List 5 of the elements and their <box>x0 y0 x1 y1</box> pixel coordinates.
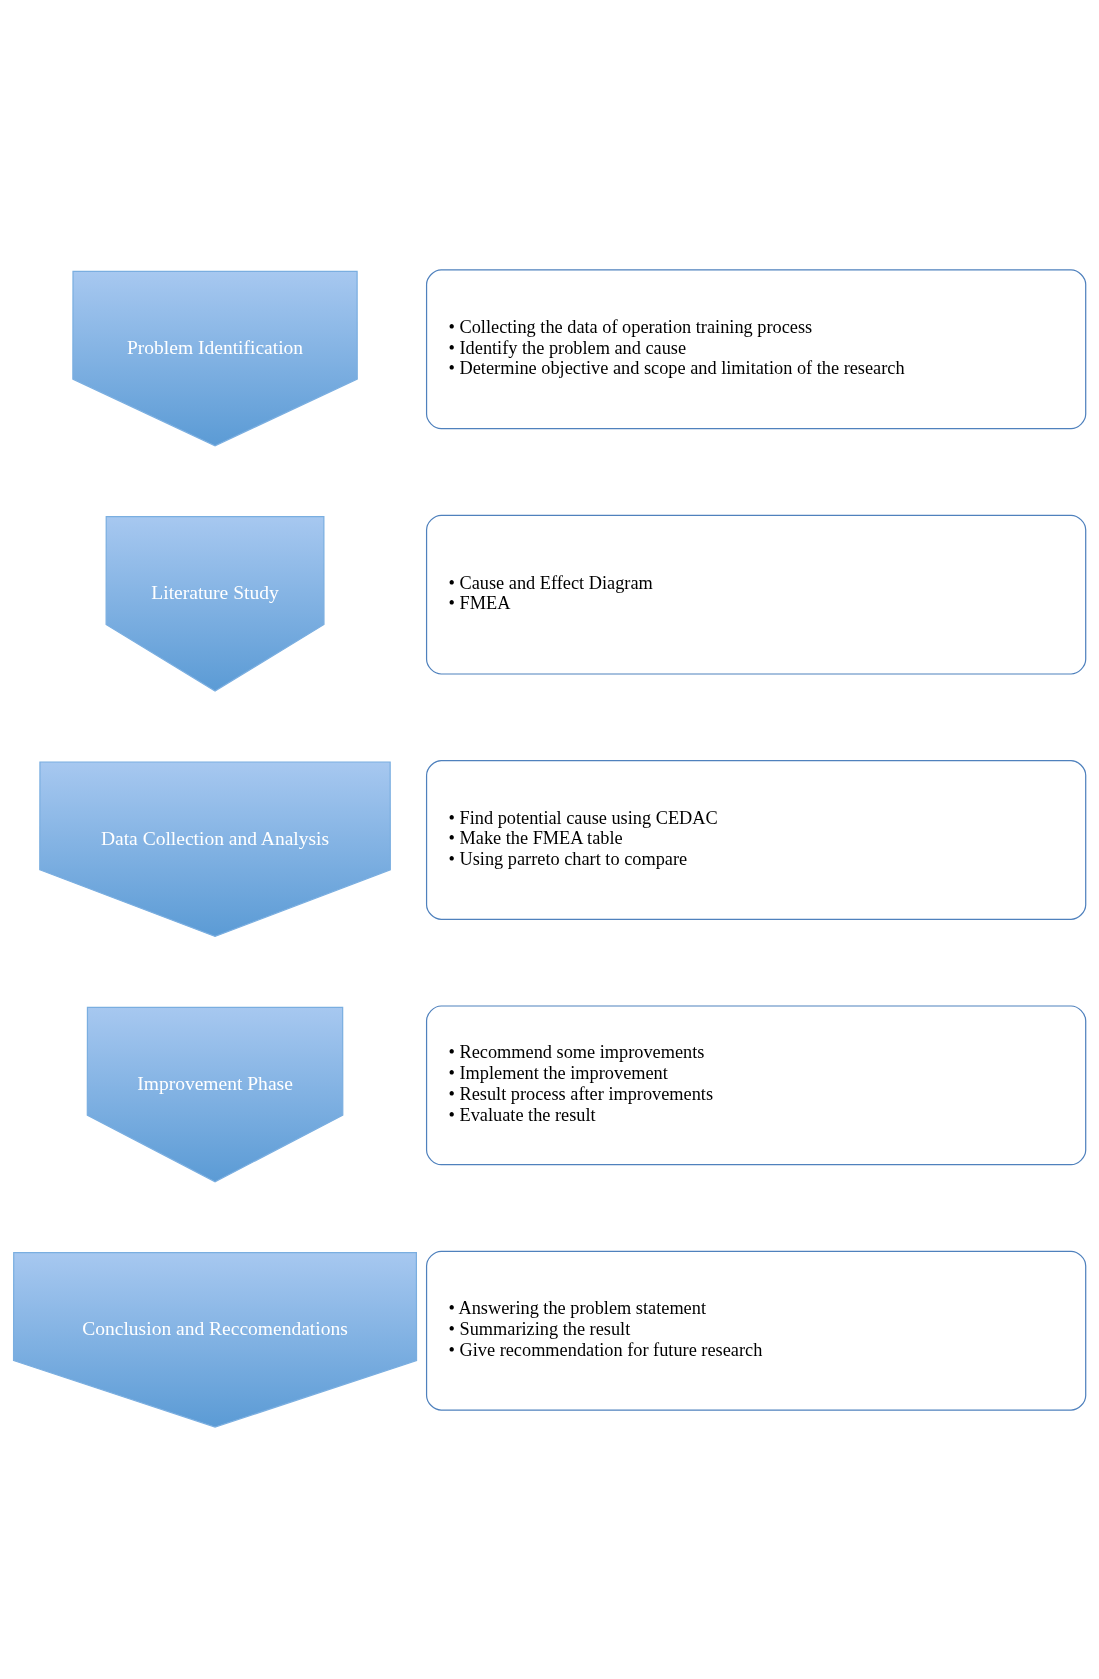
node-box: • Collecting the data of operation training process • Identify the problem and cause • Determine objective and scope and limitation of the research <box>425 268 1087 429</box>
node-box: • Cause and Effect Diagram • FMEA <box>425 514 1087 675</box>
node-box: • Find potential cause using CEDAC • Make the FMEA table • Using parreto chart to compare <box>425 759 1087 920</box>
node-box: • Recommend some improvements • Implement the improvement • Result process after improvements • Evaluate the result <box>425 1004 1087 1165</box>
node-box: • Answering the problem statement • Summarizing the result • Give recommendation for future research <box>425 1250 1087 1411</box>
